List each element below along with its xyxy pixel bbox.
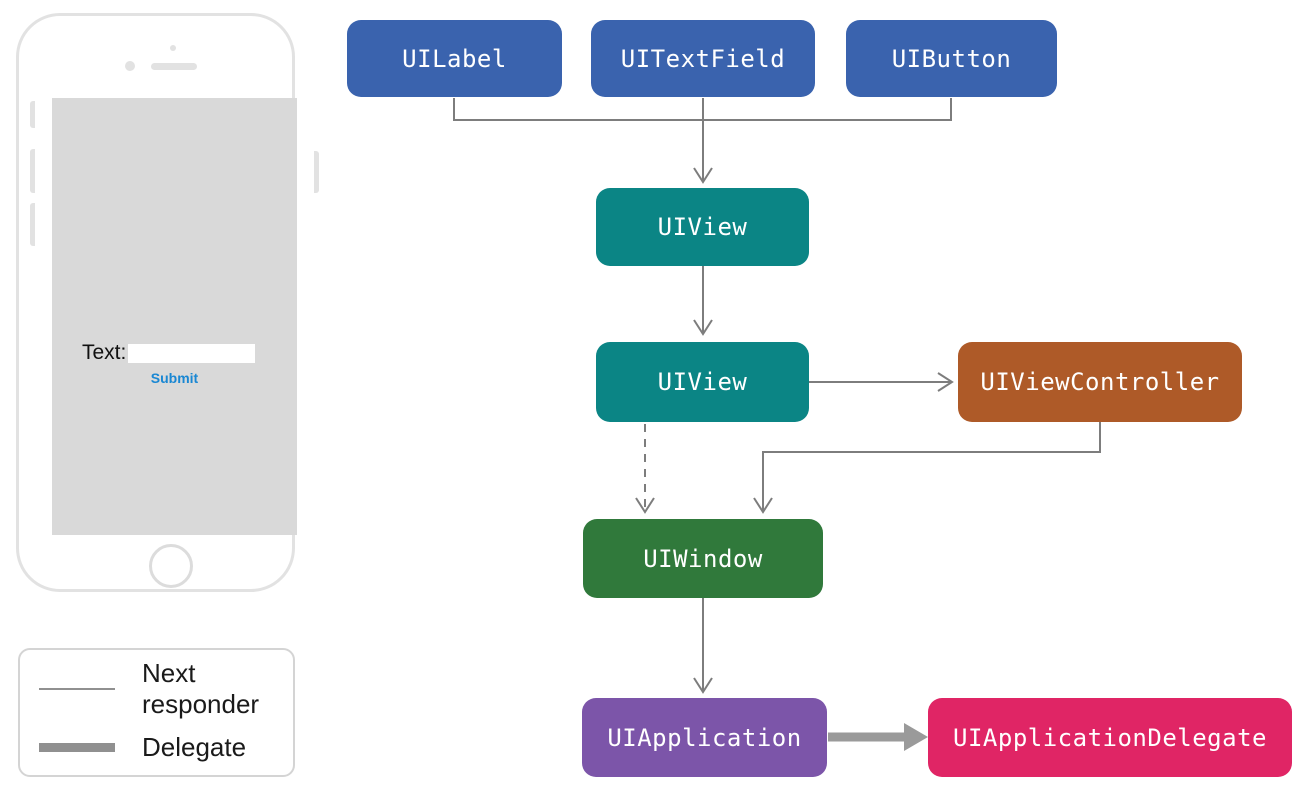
phone-power-button — [314, 151, 319, 193]
arrowhead-dashed-into-uiwindow — [635, 497, 655, 514]
arrowhead-elbow-into-uiwindow — [753, 497, 773, 514]
next-responder-label: Next responder — [142, 658, 260, 719]
delegate-label: Delegate — [142, 732, 247, 762]
arrowhead-into-uiapplication — [693, 677, 713, 694]
text-input — [128, 343, 256, 363]
next-responder-line-sample — [39, 688, 115, 690]
submit-button: Submit — [150, 370, 199, 386]
node-uiview-root: UIView — [596, 342, 809, 422]
phone-sensor-icon — [125, 61, 135, 71]
arrowhead-into-uiview1 — [693, 167, 713, 184]
connector-uiviewcontroller-to-uiwindow — [762, 422, 1101, 510]
node-uiviewcontroller: UIViewController — [958, 342, 1242, 422]
node-uitextfield: UITextField — [591, 20, 815, 97]
node-uiapplication: UIApplication — [582, 698, 827, 777]
delegate-line-sample — [39, 743, 115, 752]
phone-volume-down-button — [30, 203, 35, 246]
text-field-row: Text: — [82, 341, 256, 365]
node-uilabel: UILabel — [347, 20, 562, 97]
delegate-arrow-head — [904, 723, 928, 751]
phone-screen: Text: Submit — [52, 98, 297, 535]
phone-home-button — [149, 544, 193, 588]
node-uibutton: UIButton — [846, 20, 1057, 97]
node-uiwindow: UIWindow — [583, 519, 823, 598]
phone-camera-icon — [170, 45, 176, 51]
arrowhead-into-uiview2 — [693, 319, 713, 336]
phone-mute-switch — [30, 101, 35, 128]
phone-volume-up-button — [30, 149, 35, 193]
phone-speaker-icon — [151, 63, 197, 70]
legend: Next responder Delegate — [18, 648, 295, 777]
phone-mockup: Text: Submit — [16, 13, 319, 592]
node-uiview-child: UIView — [596, 188, 809, 266]
delegate-arrow — [828, 723, 928, 751]
text-field-label: Text: — [82, 341, 127, 364]
node-uiapplicationdelegate: UIApplicationDelegate — [928, 698, 1292, 777]
arrowhead-into-uiviewcontroller — [937, 372, 954, 392]
